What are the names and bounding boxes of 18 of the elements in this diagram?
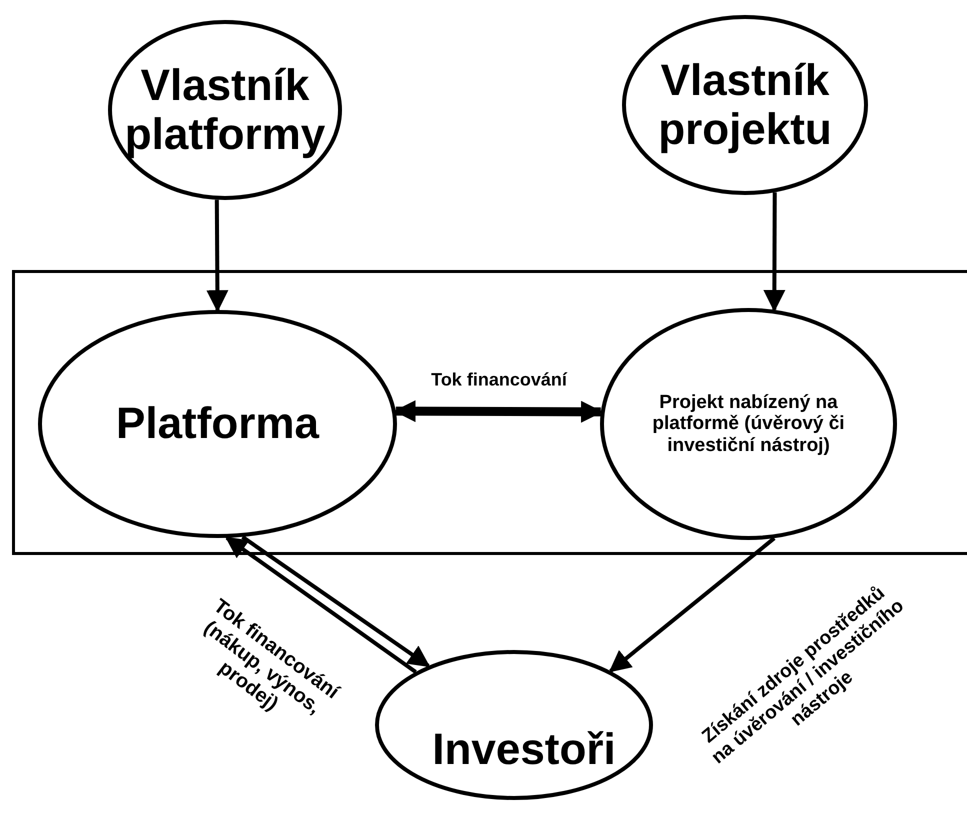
arrow: [394, 400, 604, 423]
edge-label: Tok financování: [431, 370, 567, 390]
ellipse-node: [108, 20, 342, 200]
arrow: [225, 536, 417, 674]
group-frame: [12, 270, 967, 555]
node-label: Investoři: [431, 724, 616, 775]
ellipse-node: [622, 15, 868, 195]
node-label: Projekt nabízený na platformě (úvěrový či investiční nástroj): [651, 392, 846, 456]
node-label: Vlastník projektu: [657, 56, 833, 154]
ellipse-node: [375, 650, 653, 800]
arrow: [608, 536, 776, 673]
arrow: [763, 192, 786, 312]
ellipse-node: [600, 308, 897, 540]
arrow: [206, 200, 228, 312]
ellipse-node: [38, 310, 397, 538]
arrow: [241, 535, 430, 668]
node-label: Vlastník platformy: [124, 60, 326, 160]
node-label: Platforma: [115, 399, 320, 449]
